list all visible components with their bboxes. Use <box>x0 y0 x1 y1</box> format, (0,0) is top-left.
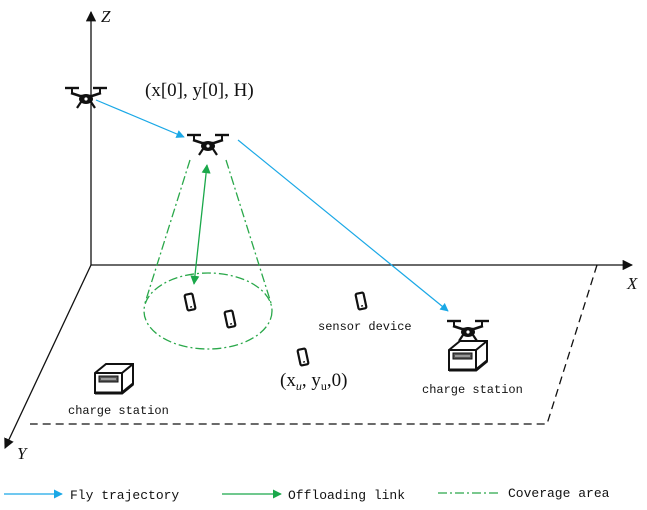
coverage-cone-left <box>144 159 191 304</box>
charge-station-label-left: charge station <box>68 404 169 418</box>
drone-icon <box>185 133 231 157</box>
coverage-area-ellipse <box>143 272 273 350</box>
sensor-device-label: sensor device <box>318 320 412 334</box>
legend-offloading-link-label: Offloading link <box>288 488 405 503</box>
charge-station-icon <box>93 362 135 395</box>
drone-icon <box>445 319 491 343</box>
phone-icon <box>223 309 237 329</box>
y-axis <box>4 264 92 449</box>
legend-fly-trajectory-label: Fly trajectory <box>70 488 179 503</box>
charge-station-icon <box>447 339 489 372</box>
legend-coverage-area-label: Coverage area <box>508 486 610 501</box>
phone-icon <box>296 347 310 367</box>
ground-plane-boundary <box>30 264 598 425</box>
y-axis-label: Y <box>17 444 28 463</box>
z-axis-label: Z <box>101 7 111 26</box>
charge-station-label-right: charge station <box>422 383 523 397</box>
drone-icon <box>63 86 109 110</box>
legend: Fly trajectory Offloading link Coverage … <box>4 486 610 503</box>
coverage-cone-right <box>225 159 272 304</box>
uav-start-label: (x[0], y[0], H) <box>145 80 254 101</box>
trajectory-segment-2 <box>237 139 449 312</box>
trajectory-segment-1 <box>95 99 185 138</box>
user-position-label: (xu, yu,0) <box>280 370 347 393</box>
phone-icon <box>354 291 368 311</box>
offloading-link <box>190 164 211 285</box>
phone-icon <box>183 292 197 312</box>
x-axis-label: X <box>626 274 638 293</box>
